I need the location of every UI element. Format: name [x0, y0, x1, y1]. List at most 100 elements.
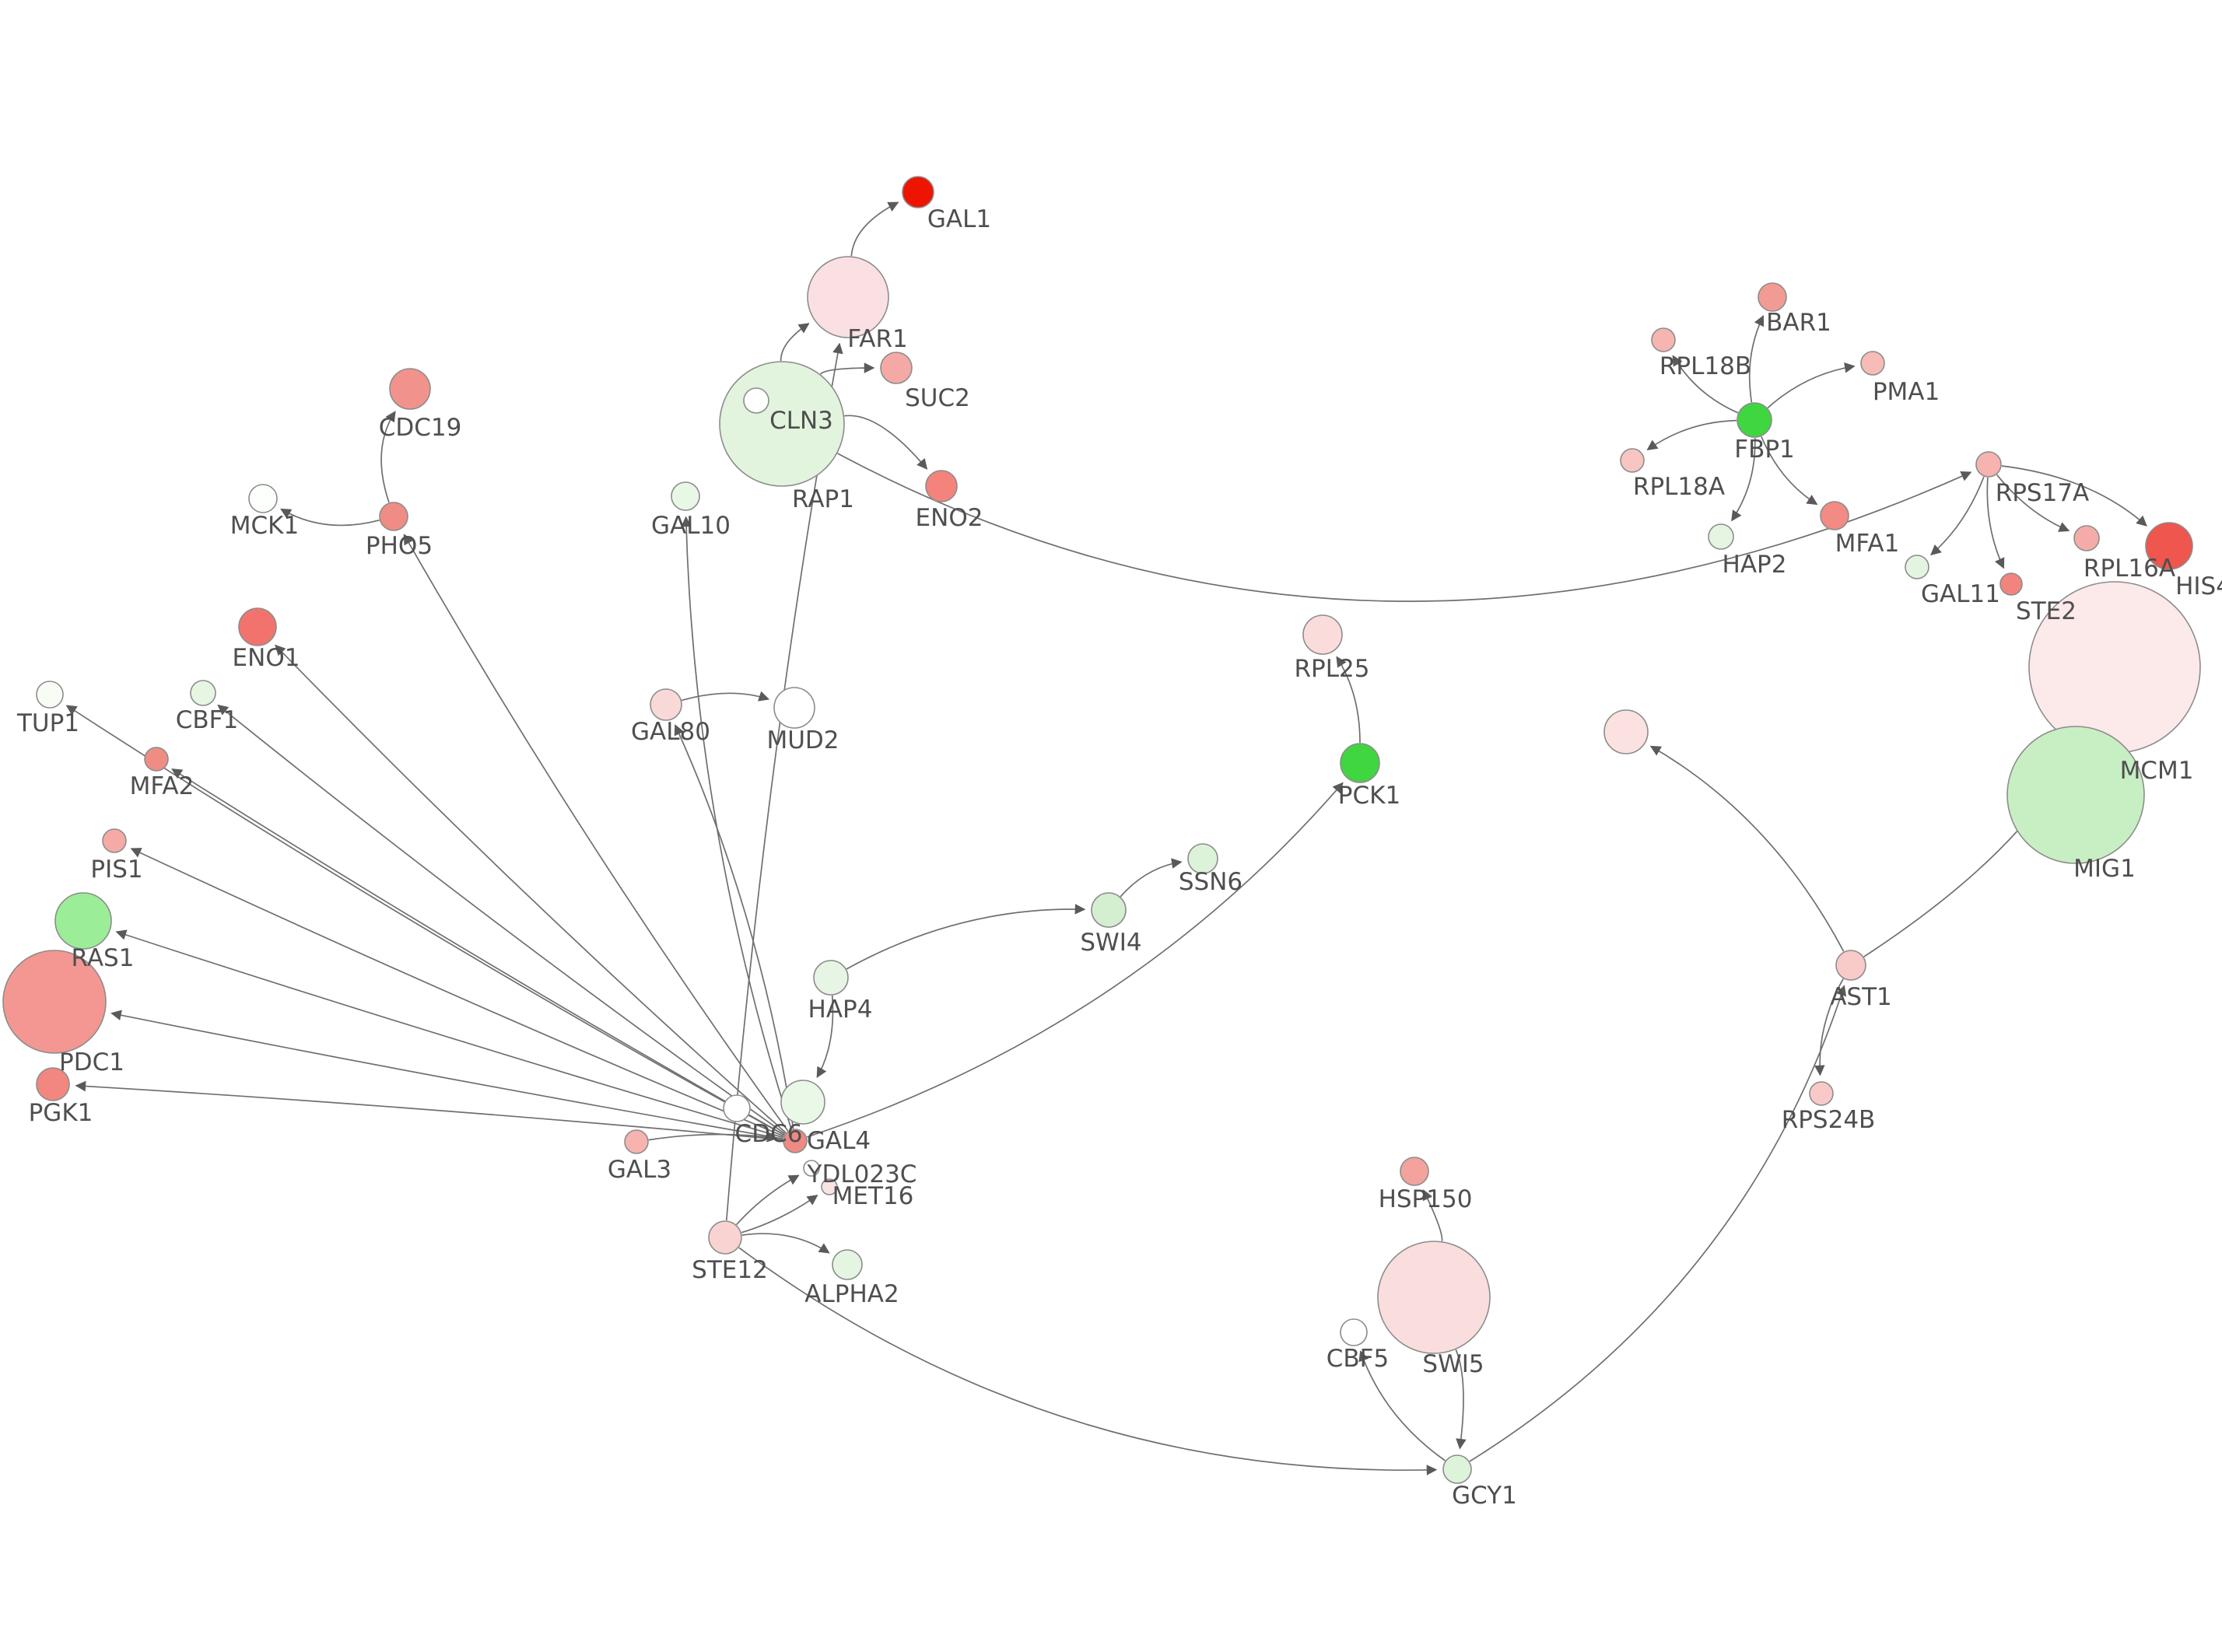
- edge-GAL4-MFA2[interactable]: [171, 768, 785, 1136]
- edge-GAL4-PGK1[interactable]: [75, 1080, 783, 1141]
- node-SWI4[interactable]: [1091, 892, 1127, 928]
- edge-GCY1-AST1[interactable]: [1469, 985, 1847, 1462]
- edge-GAL80-MUD2[interactable]: [681, 691, 770, 702]
- node-GAL4[interactable]: [783, 1129, 808, 1153]
- edge-FBP1-RPL18B[interactable]: [1672, 355, 1739, 414]
- node-GAL3[interactable]: [624, 1129, 649, 1154]
- node-GAL11[interactable]: [1905, 555, 1929, 579]
- node-STE12[interactable]: [708, 1220, 742, 1255]
- node-UNL2[interactable]: [723, 1094, 751, 1122]
- edge-SWI5-HSP150[interactable]: [1422, 1189, 1443, 1241]
- node-UNL1[interactable]: [1603, 709, 1649, 754]
- node-MUD2[interactable]: [773, 687, 815, 729]
- node-FBP1[interactable]: [1737, 402, 1772, 438]
- edge-FBP1-BAR1[interactable]: [1748, 315, 1765, 403]
- node-ENO1[interactable]: [238, 607, 277, 646]
- edge-GAL4-PIS1[interactable]: [130, 848, 784, 1137]
- node-GAL80[interactable]: [650, 688, 682, 721]
- edge-AST1-UNL1[interactable]: [1649, 745, 1845, 952]
- node-CDC19[interactable]: [389, 368, 431, 410]
- node-RPS17A[interactable]: [1975, 451, 2002, 478]
- node-HSP150[interactable]: [1400, 1157, 1429, 1186]
- edge-FAR1-GAL1[interactable]: [850, 201, 899, 257]
- label-MCM1: MCM1: [2120, 757, 2194, 785]
- node-PHO5[interactable]: [379, 502, 408, 531]
- node-CDC6[interactable]: [780, 1080, 825, 1125]
- edge-PCK1-RPL25[interactable]: [1336, 656, 1361, 744]
- edge-FBP1-PMA1[interactable]: [1767, 362, 1856, 409]
- edge-GAL4-TUP1[interactable]: [65, 705, 785, 1136]
- node-STE2[interactable]: [1999, 572, 2023, 596]
- node-SUC2[interactable]: [880, 352, 913, 384]
- edge-PHO5-CDC19[interactable]: [380, 411, 396, 503]
- node-PGK1[interactable]: [36, 1067, 70, 1101]
- node-MIG1[interactable]: [2006, 726, 2145, 864]
- node-HAP4[interactable]: [813, 960, 849, 996]
- edge-GAL4-PDC1[interactable]: [110, 1010, 783, 1140]
- node-RPL18A[interactable]: [1620, 448, 1645, 473]
- node-HAP2[interactable]: [1708, 523, 1734, 550]
- edge-GAL3-GAL4[interactable]: [648, 1132, 778, 1143]
- edge-GAL4-ENO1[interactable]: [275, 644, 787, 1134]
- edge-RPS17A-HIS4[interactable]: [2001, 465, 2147, 527]
- edge-STE12-MET16[interactable]: [741, 1195, 818, 1234]
- node-PMA1[interactable]: [1860, 351, 1885, 376]
- edge-GAL4-GAL80[interactable]: [674, 724, 794, 1129]
- edge-GAL4-CBF1[interactable]: [217, 704, 786, 1135]
- edge-GAL4-GAL10[interactable]: [681, 516, 792, 1130]
- node-MCK1[interactable]: [248, 484, 278, 513]
- node-GAL10[interactable]: [671, 481, 700, 511]
- node-SSN6[interactable]: [1187, 843, 1218, 874]
- edge-FBP1-HAP2[interactable]: [1731, 437, 1756, 522]
- node-PCK1[interactable]: [1340, 743, 1380, 783]
- edge-AST1-RPS24B[interactable]: [1814, 978, 1844, 1076]
- node-CLN3[interactable]: [743, 387, 769, 414]
- node-FAR1[interactable]: [807, 256, 889, 338]
- node-HIS4[interactable]: [2145, 522, 2193, 570]
- edge-FBP1-MFA1[interactable]: [1761, 436, 1818, 506]
- node-ENO2[interactable]: [925, 470, 958, 502]
- node-YDL023C[interactable]: [803, 1160, 820, 1177]
- edge-RAP1-FAR1[interactable]: [780, 323, 810, 362]
- node-GCY1[interactable]: [1442, 1454, 1472, 1484]
- node-MFA1[interactable]: [1820, 501, 1849, 530]
- edge-RAP1-SUC2[interactable]: [820, 362, 875, 375]
- edge-HAP4-SWI4[interactable]: [846, 904, 1086, 970]
- node-AST1[interactable]: [1835, 950, 1866, 981]
- edge-PHO5-MCK1[interactable]: [280, 508, 380, 527]
- edge-RPS17A-GAL11[interactable]: [1930, 476, 1985, 556]
- node-TUP1[interactable]: [36, 681, 64, 709]
- edge-RAP1-ENO2[interactable]: [844, 415, 928, 470]
- node-SWI5[interactable]: [1377, 1241, 1491, 1354]
- node-ALPHA2[interactable]: [832, 1249, 863, 1280]
- edge-RAP1-RPS17A[interactable]: [837, 453, 1972, 602]
- node-PIS1[interactable]: [102, 828, 127, 853]
- node-RPL16A[interactable]: [2073, 525, 2100, 551]
- node-CBF5[interactable]: [1340, 1318, 1368, 1346]
- edge-STE12-YDL023C[interactable]: [735, 1174, 800, 1226]
- node-MET16[interactable]: [821, 1178, 838, 1195]
- node-PDC1[interactable]: [2, 950, 107, 1054]
- node-CBF1[interactable]: [190, 680, 216, 706]
- edge-STE12-ALPHA2[interactable]: [741, 1233, 830, 1254]
- node-BAR1[interactable]: [1758, 282, 1787, 312]
- edge-RPS17A-STE2[interactable]: [1986, 477, 2005, 569]
- node-GAL1[interactable]: [902, 176, 934, 208]
- edge-SWI4-SSN6[interactable]: [1120, 858, 1183, 898]
- node-RPS24B[interactable]: [1809, 1081, 1834, 1106]
- node-RAS1[interactable]: [54, 892, 112, 950]
- node-RPL18B[interactable]: [1651, 327, 1676, 352]
- edge-GCY1-CBF5[interactable]: [1358, 1350, 1446, 1461]
- edge-GAL4-RAS1[interactable]: [115, 929, 783, 1139]
- label-PHO5: PHO5: [366, 532, 433, 560]
- edge-HAP4-CDC6[interactable]: [816, 995, 834, 1078]
- edge-STE12-GCY1[interactable]: [738, 1247, 1438, 1475]
- edge-GAL4-PCK1[interactable]: [806, 782, 1344, 1138]
- edge-GAL4-PHO5[interactable]: [403, 534, 789, 1132]
- node-MFA2[interactable]: [144, 747, 169, 772]
- edge-FBP1-RPL18A[interactable]: [1646, 419, 1737, 450]
- node-RPL25[interactable]: [1302, 614, 1343, 655]
- edge-RPS17A-RPL16A[interactable]: [1996, 474, 2070, 532]
- edge-SWI5-GCY1[interactable]: [1455, 1349, 1467, 1450]
